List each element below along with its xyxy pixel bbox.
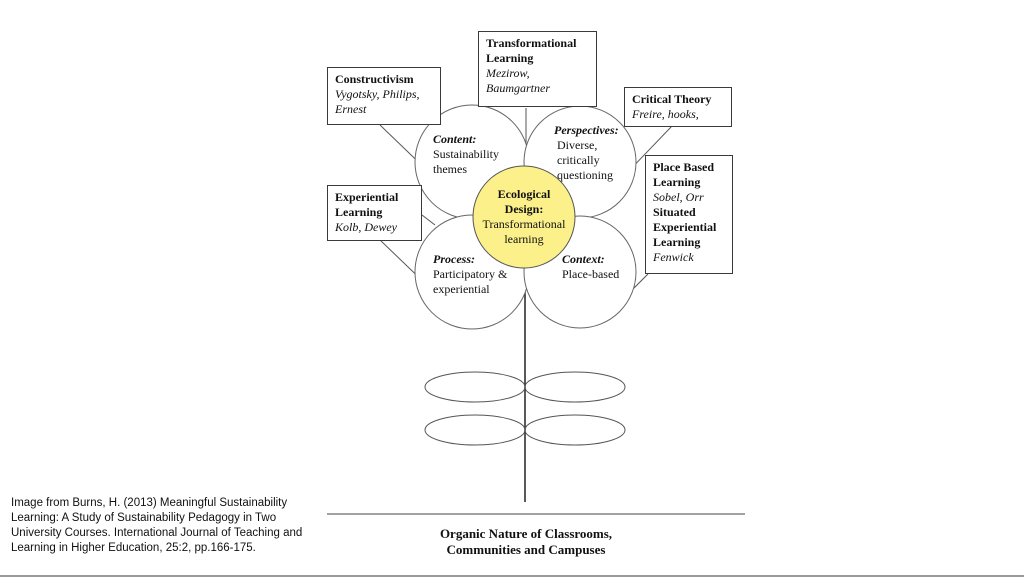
- box-title: Constructivism: [335, 72, 414, 86]
- petal-heading: Process:: [433, 252, 475, 266]
- petal-body: Diverse, critically questioning: [557, 138, 613, 182]
- box-critical-theory: Critical Theory Freire, hooks,: [624, 87, 732, 127]
- box-constructivism: Constructivism Vygotsky, Philips, Ernest: [327, 67, 441, 125]
- box-authors: Vygotsky, Philips, Ernest: [335, 87, 420, 116]
- leaf-upper-right: [524, 371, 626, 403]
- leaf-lower-left: [424, 414, 526, 446]
- image-credit: Image from Burns, H. (2013) Meaningful S…: [11, 497, 303, 554]
- petal-heading: Perspectives:: [554, 123, 619, 137]
- box-authors: Sobel, Orr: [653, 190, 704, 204]
- box-title: Place Based Learning: [653, 160, 714, 189]
- petal-perspectives-label: Perspectives: Diverse, critically questi…: [554, 123, 619, 183]
- petal-heading: Content:: [433, 132, 477, 146]
- box-title-secondary: Situated Experiential Learning: [653, 205, 717, 249]
- petal-process-label: Process: Participatory & experiential: [433, 252, 507, 297]
- box-title: Transformational Learning: [486, 36, 577, 65]
- leaf-lower-right: [524, 414, 626, 446]
- box-place-based-learning: Place Based Learning Sobel, Orr Situated…: [645, 155, 733, 274]
- petal-body: Place-based: [562, 267, 620, 281]
- connector-experiential-b: [421, 214, 436, 226]
- petal-heading: Context:: [562, 252, 605, 266]
- petal-content-label: Content: Sustainability themes: [433, 132, 499, 177]
- box-title: Experiential Learning: [335, 190, 399, 219]
- box-title: Critical Theory: [632, 92, 712, 106]
- center-body: Transformational learning: [482, 217, 566, 246]
- flower-center: [472, 165, 576, 269]
- box-authors-secondary: Fenwick: [653, 250, 694, 264]
- box-transformational-learning: Transformational Learning Mezirow, Baumg…: [478, 31, 597, 107]
- box-authors: Mezirow, Baumgartner: [486, 66, 550, 95]
- center-heading: Ecological Design:: [497, 187, 551, 216]
- diagram-caption: Organic Nature of Classrooms, Communitie…: [439, 526, 613, 557]
- box-authors: Kolb, Dewey: [335, 220, 397, 234]
- box-experiential-learning: Experiential Learning Kolb, Dewey: [327, 185, 422, 241]
- petal-body: Participatory & experiential: [433, 267, 508, 296]
- petal-body: Sustainability themes: [433, 147, 499, 176]
- center-label: Ecological Design: Transformational lear…: [474, 187, 574, 247]
- petal-context-label: Context: Place-based: [562, 252, 619, 282]
- leaf-upper-left: [424, 371, 526, 403]
- box-authors: Freire, hooks,: [632, 107, 699, 121]
